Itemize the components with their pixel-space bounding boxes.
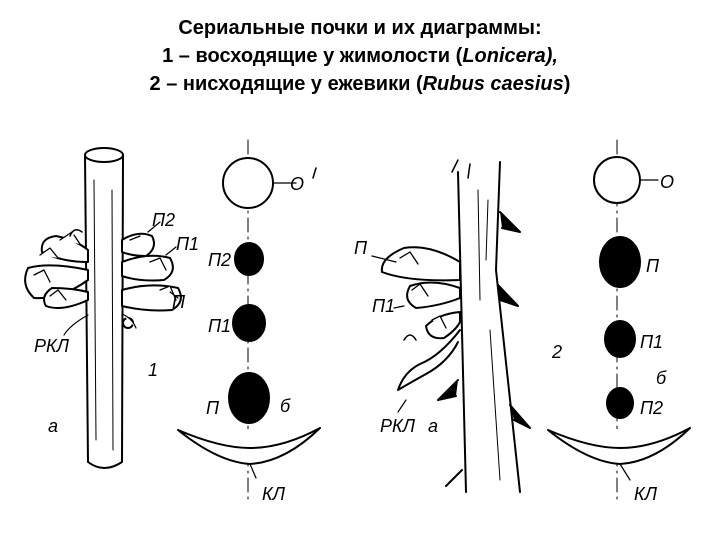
label-right-diagram-kl: КЛ [634, 484, 658, 504]
rubus-stem-drawing [371, 159, 531, 493]
rubus-thorns [437, 211, 531, 487]
lonicera-diagram-mark [312, 167, 317, 179]
label-right-number: 2 [551, 342, 562, 362]
lonicera-stem-drawing [24, 147, 182, 469]
lonicera-label-leaders [147, 221, 179, 299]
label-left-p2: П2 [152, 210, 175, 230]
rubus-diagram-bud-p1 [604, 320, 636, 358]
lonicera-diagram-bud-p2 [234, 242, 264, 276]
label-left-a: а [48, 416, 58, 436]
rubus-diagram-leaf-kl [547, 427, 691, 465]
title-text-3: 2 – нисходящие у ежевики ( [149, 73, 423, 95]
title-line-2: 1 – восходящие у жимолости (Lonicera), [0, 42, 720, 70]
label-left-diagram-p: П [206, 398, 220, 418]
rubus-bud-cluster [380, 246, 461, 391]
label-right-diagram-p: П [646, 256, 660, 276]
label-right-diagram-p1: П1 [640, 332, 663, 352]
rubus-diagram-axis-bud [593, 156, 641, 204]
lonicera-labels: П2 П1 П РКЛ 1 а О П2 П1 П б КЛ [34, 174, 304, 504]
lonicera-rkl-leader [63, 314, 89, 336]
lonicera-diagram-kl-leader [249, 463, 257, 479]
label-left-diagram-p2: П2 [208, 250, 231, 270]
lonicera-stem-top [84, 147, 124, 163]
rubus-diagram-kl-leader [619, 463, 631, 481]
lonicera-diagram-bud-p [228, 372, 270, 424]
label-left-diagram-o: О [290, 174, 304, 194]
lonicera-diagram [177, 139, 321, 501]
lonicera-bud-cluster-left [24, 229, 89, 309]
rubus-stem-body [457, 161, 521, 493]
lonicera-diagram-axis-bud [222, 157, 274, 209]
label-left-p1: П1 [176, 234, 199, 254]
label-left-number: 1 [148, 360, 158, 380]
label-right-p1: П1 [372, 296, 395, 316]
rubus-diagram-bud-p2 [606, 387, 634, 419]
rubus-diagram [547, 139, 691, 501]
title-block: Сериальные почки и их диаграммы: 1 – вос… [0, 14, 720, 98]
rubus-stem-top [451, 159, 471, 179]
label-right-p: П [354, 238, 368, 258]
rubus-label-leaders [371, 255, 407, 413]
label-left-diagram-kl: КЛ [262, 484, 286, 504]
label-right-diagram-b: б [656, 368, 667, 388]
rubus-labels: П П1 РКЛ а 2 О П П1 б П2 КЛ [354, 172, 674, 504]
title-line-3: 2 – нисходящие у ежевики (Rubus caesius) [0, 70, 720, 98]
lonicera-diagram-bud-p1 [232, 304, 266, 342]
lonicera-stem-lines [93, 179, 114, 451]
label-right-diagram-o: О [660, 172, 674, 192]
title-latin-rubus: Rubus caesius [422, 73, 564, 95]
label-right-rkl: РКЛ [380, 416, 416, 436]
rubus-stem-lines [477, 189, 501, 481]
label-right-a: а [428, 416, 438, 436]
lonicera-diagram-leaf-kl [177, 427, 321, 465]
label-left-diagram-b: б [280, 396, 291, 416]
lonicera-bud-cluster-right [121, 232, 182, 329]
lonicera-stem-body [84, 155, 124, 469]
label-left-p: П [172, 292, 186, 312]
rubus-diagram-bud-p [599, 236, 641, 288]
title-line-1: Сериальные почки и их диаграммы: [0, 14, 720, 42]
label-left-diagram-p1: П1 [208, 316, 231, 336]
title-text-3-suffix: ) [563, 73, 571, 95]
title-text-2: 1 – восходящие у жимолости ( [162, 45, 463, 67]
title-latin-lonicera: Lonicera), [462, 45, 558, 67]
label-left-rkl: РКЛ [34, 336, 70, 356]
label-right-diagram-p2: П2 [640, 398, 663, 418]
title-text-1: Сериальные почки и их диаграммы: [178, 17, 542, 39]
